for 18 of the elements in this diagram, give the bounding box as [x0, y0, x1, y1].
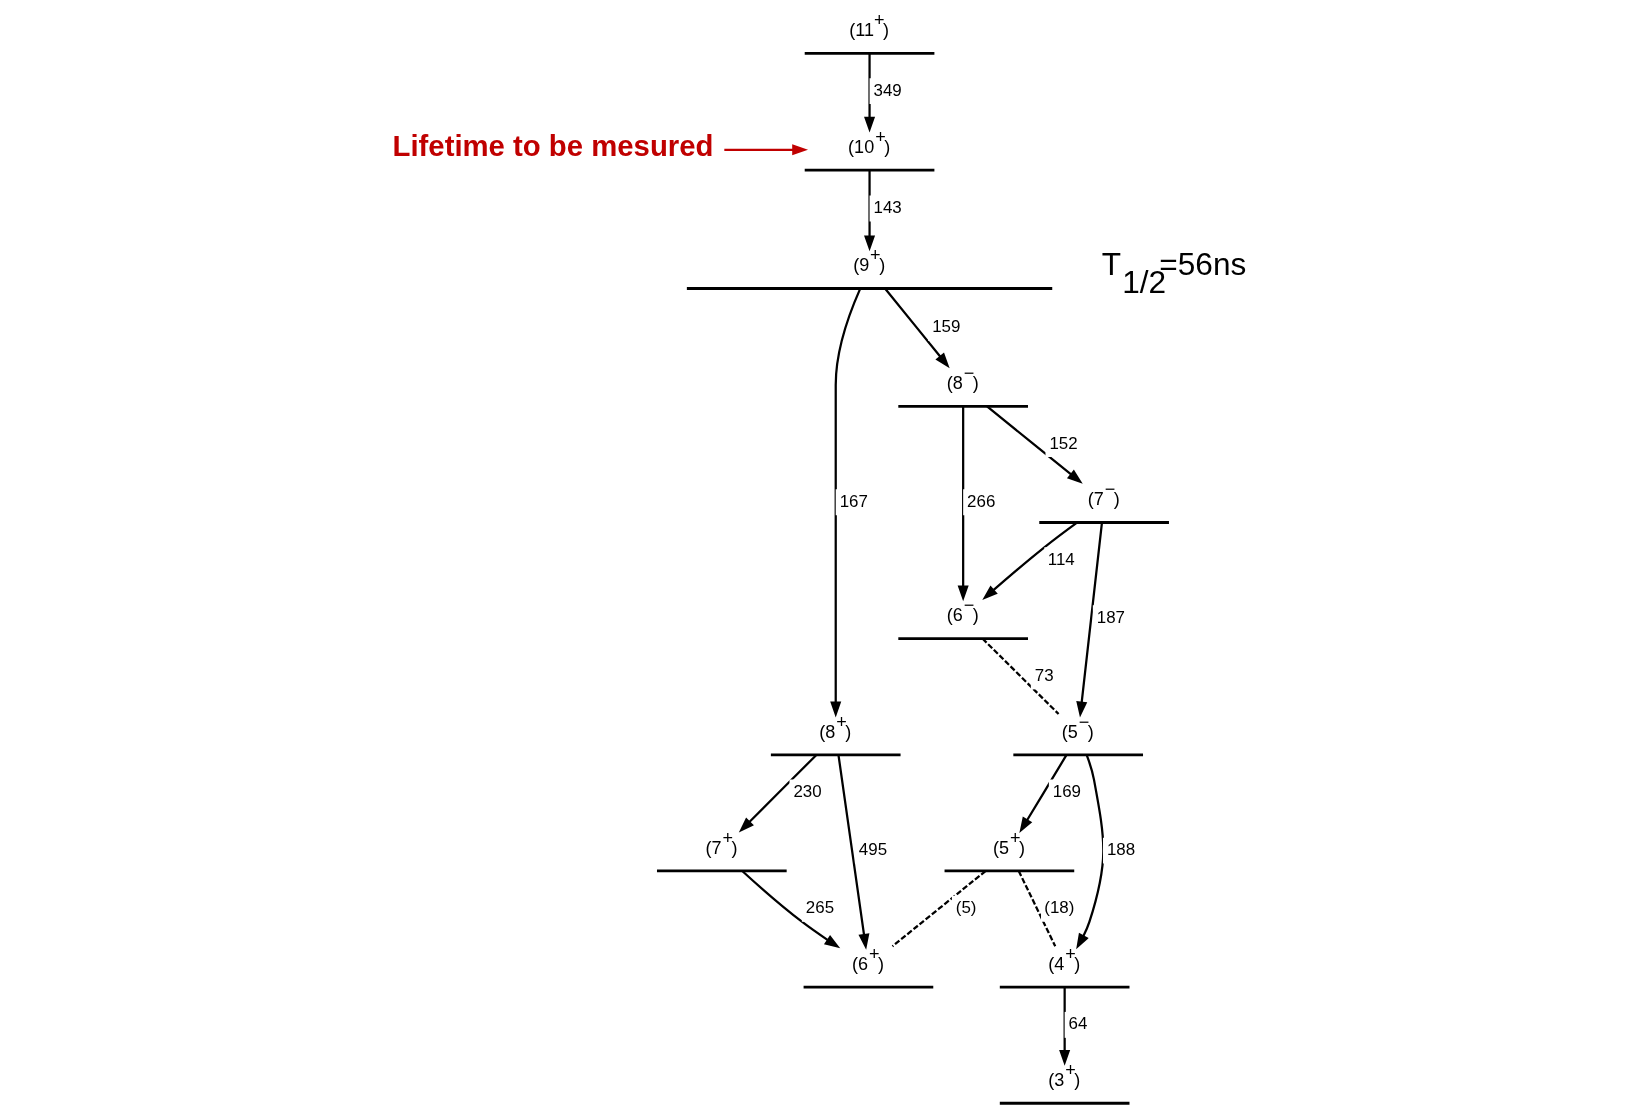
- edge-label: 152: [1049, 433, 1078, 453]
- edge-label: 230: [793, 782, 822, 802]
- edge-label: 266: [967, 491, 996, 511]
- edge-label: 159: [932, 317, 961, 337]
- node-text: Lifetime to be mesured: [392, 128, 714, 162]
- edge-label: (5): [955, 898, 977, 918]
- edge-label: 265: [805, 898, 835, 918]
- edge-label: 73: [1034, 665, 1054, 685]
- edge-label: 188: [1106, 840, 1136, 860]
- edge-label: 349: [873, 80, 902, 100]
- edge-label: 187: [1096, 607, 1126, 627]
- edge-label: 114: [1047, 549, 1075, 569]
- edge-label: 64: [1068, 1014, 1088, 1034]
- edge-label: 167: [839, 491, 868, 511]
- edge-label: 169: [1052, 782, 1082, 802]
- edge-label: 143: [873, 197, 902, 217]
- edge-label: (18): [1044, 898, 1075, 918]
- edge-label: 495: [858, 840, 888, 860]
